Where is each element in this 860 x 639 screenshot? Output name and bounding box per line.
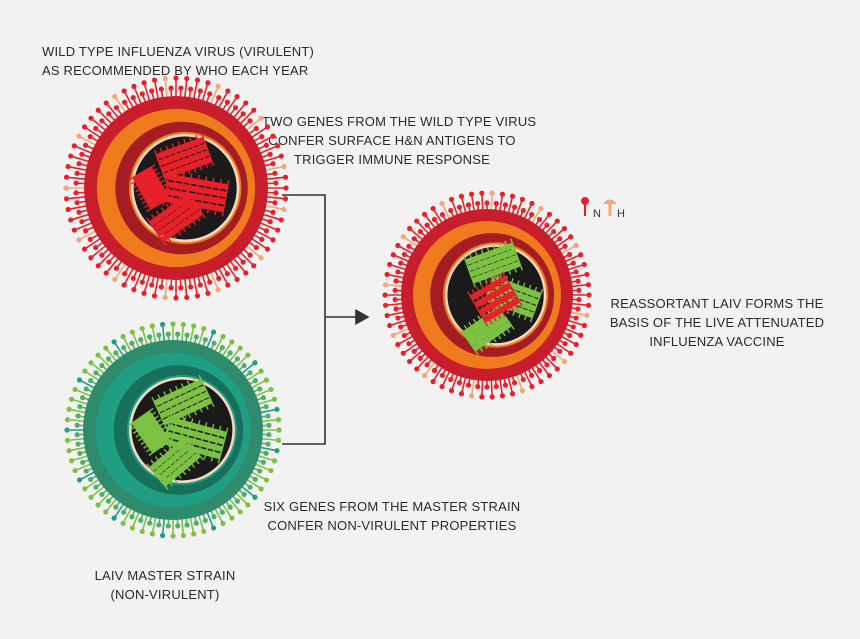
master-strain-line-2: (NON-VIRULENT) — [110, 587, 220, 602]
two-genes-label: TWO GENES FROM THE WILD TYPE VIRUS CONFE… — [262, 112, 537, 169]
reassortant-line-1: REASSORTANT LAIV FORMS THE — [610, 296, 824, 311]
wild-type-virus — [63, 75, 289, 301]
connector-lines — [282, 194, 370, 445]
h-spike-icon — [603, 199, 617, 216]
legend-h-label: H — [617, 208, 625, 220]
connector-top — [282, 194, 326, 445]
master-strain-line-1: LAIV MASTER STRAIN — [94, 568, 236, 583]
master-strain-virus — [64, 321, 282, 539]
legend: N H — [581, 197, 625, 220]
master-strain-label: LAIV MASTER STRAIN (NON-VIRULENT) — [70, 566, 260, 604]
wild-type-label: WILD TYPE INFLUENZA VIRUS (VIRULENT) AS … — [42, 42, 315, 80]
reassortant-label: REASSORTANT LAIV FORMS THE BASIS OF THE … — [602, 294, 832, 351]
wild-type-line-2: AS RECOMMENDED BY WHO EACH YEAR — [42, 63, 309, 78]
reassortant-line-2: BASIS OF THE LIVE ATTENUATED — [609, 315, 825, 330]
reassortant-laiv-virus — [382, 190, 592, 400]
wild-type-line-1: WILD TYPE INFLUENZA VIRUS (VIRULENT) — [42, 44, 315, 59]
two-genes-line-2: CONFER SURFACE H&N ANTIGENS TO — [268, 133, 516, 148]
two-genes-line-3: TRIGGER IMMUNE RESPONSE — [293, 152, 490, 167]
two-genes-line-1: TWO GENES FROM THE WILD TYPE VIRUS — [262, 114, 537, 129]
legend-n-label: N — [593, 208, 601, 220]
n-spike-icon — [581, 197, 589, 216]
six-genes-line-2: CONFER NON-VIRULENT PROPERTIES — [267, 518, 517, 533]
reassortant-line-3: INFLUENZA VACCINE — [649, 334, 785, 349]
six-genes-label: SIX GENES FROM THE MASTER STRAIN CONFER … — [262, 497, 522, 535]
six-genes-line-1: SIX GENES FROM THE MASTER STRAIN — [263, 499, 521, 514]
